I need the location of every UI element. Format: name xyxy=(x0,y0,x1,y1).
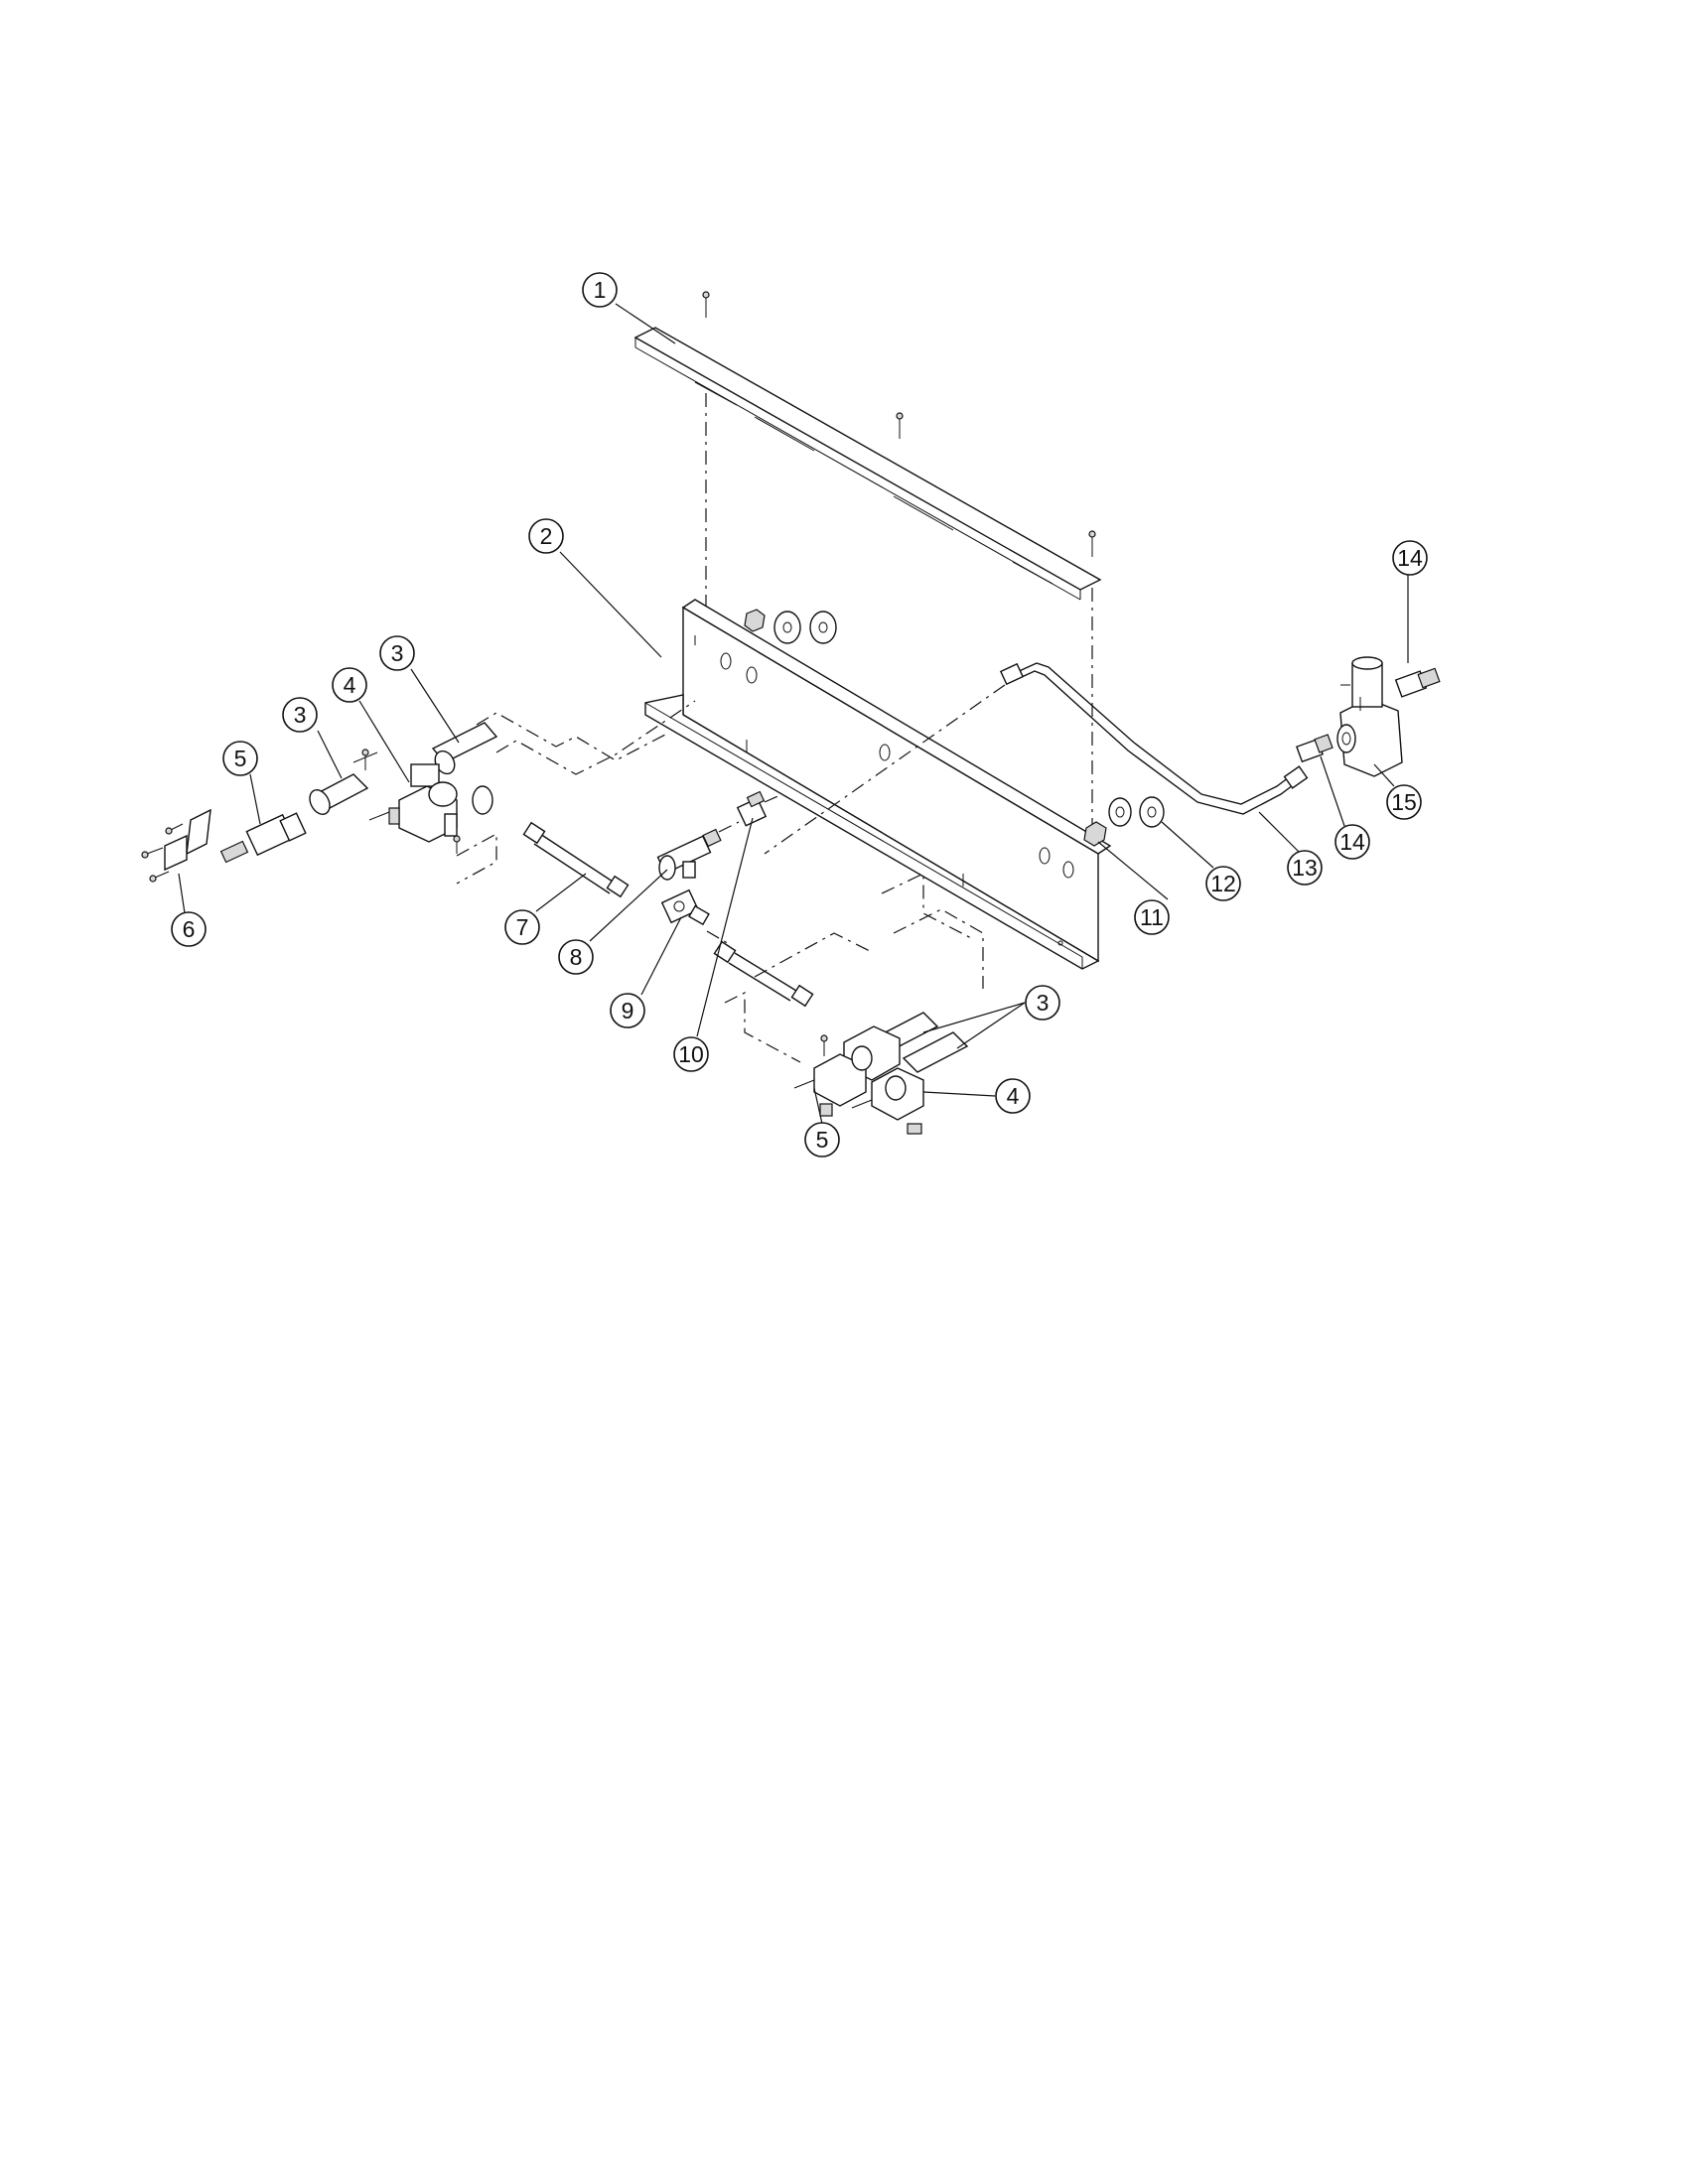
callout-11: 11 xyxy=(1134,899,1170,935)
top-cover-plate xyxy=(633,291,1102,601)
callout-3c: 3 xyxy=(1025,985,1060,1021)
cover-screws xyxy=(702,291,1096,557)
gas-valve-regulator xyxy=(1336,656,1403,777)
callout-15: 15 xyxy=(1386,784,1422,820)
callout-12: 12 xyxy=(1205,866,1241,901)
fitting-upper xyxy=(1394,667,1441,698)
callout-5a-label: 5 xyxy=(234,746,247,771)
lower-nut-and-washers xyxy=(1083,796,1165,847)
tee-fitting-8 xyxy=(656,828,722,881)
callout-13: 13 xyxy=(1287,850,1323,886)
callout-10-label: 10 xyxy=(678,1041,704,1067)
callout-10: 10 xyxy=(673,1036,709,1072)
lower-hose xyxy=(713,940,814,1008)
callout-12-label: 12 xyxy=(1210,871,1236,896)
main-bracket xyxy=(644,599,1112,970)
callout-14b-label: 14 xyxy=(1339,829,1365,855)
callout-11-label: 11 xyxy=(1140,904,1164,930)
callout-1: 1 xyxy=(582,272,618,308)
callout-4b: 4 xyxy=(995,1078,1031,1114)
callout-2-label: 2 xyxy=(540,523,553,549)
callout-15-label: 15 xyxy=(1391,789,1417,815)
callout-3c-label: 3 xyxy=(1037,990,1050,1016)
leader-lines xyxy=(178,303,1409,1125)
gas-supply-tube xyxy=(999,662,1309,815)
callout-6-label: 6 xyxy=(183,916,196,942)
callout-4a-label: 4 xyxy=(344,672,356,698)
left-valve-assembly xyxy=(141,700,696,885)
callout-14a-label: 14 xyxy=(1397,545,1423,571)
callout-14b: 14 xyxy=(1334,824,1370,860)
callout-14a: 14 xyxy=(1392,540,1428,576)
top-nut-and-washers xyxy=(744,609,837,644)
callout-5b: 5 xyxy=(804,1122,840,1158)
lower-right-valve-assembly xyxy=(724,873,984,1135)
callout-3a-label: 3 xyxy=(391,640,404,666)
callout-7: 7 xyxy=(504,909,540,945)
adapter-fitting-10 xyxy=(736,790,768,827)
callout-5b-label: 5 xyxy=(816,1127,829,1153)
callout-7-label: 7 xyxy=(516,914,529,940)
center-hose-7 xyxy=(522,821,630,898)
fitting-lower xyxy=(1296,734,1333,763)
callout-9: 9 xyxy=(610,993,645,1028)
callout-4b-label: 4 xyxy=(1007,1083,1020,1109)
callout-2: 2 xyxy=(528,518,564,554)
callout-6: 6 xyxy=(171,911,207,947)
callout-3b-label: 3 xyxy=(294,702,307,728)
callout-13-label: 13 xyxy=(1292,855,1318,881)
callout-5a: 5 xyxy=(222,741,258,776)
callout-8-label: 8 xyxy=(570,944,583,970)
elbow-fitting-9 xyxy=(660,888,710,926)
callout-1-label: 1 xyxy=(594,277,607,303)
callout-9-label: 9 xyxy=(622,998,634,1024)
callout-3b: 3 xyxy=(282,697,318,733)
callout-8: 8 xyxy=(558,939,594,975)
callout-3a: 3 xyxy=(379,635,415,671)
callout-4a: 4 xyxy=(332,667,367,703)
